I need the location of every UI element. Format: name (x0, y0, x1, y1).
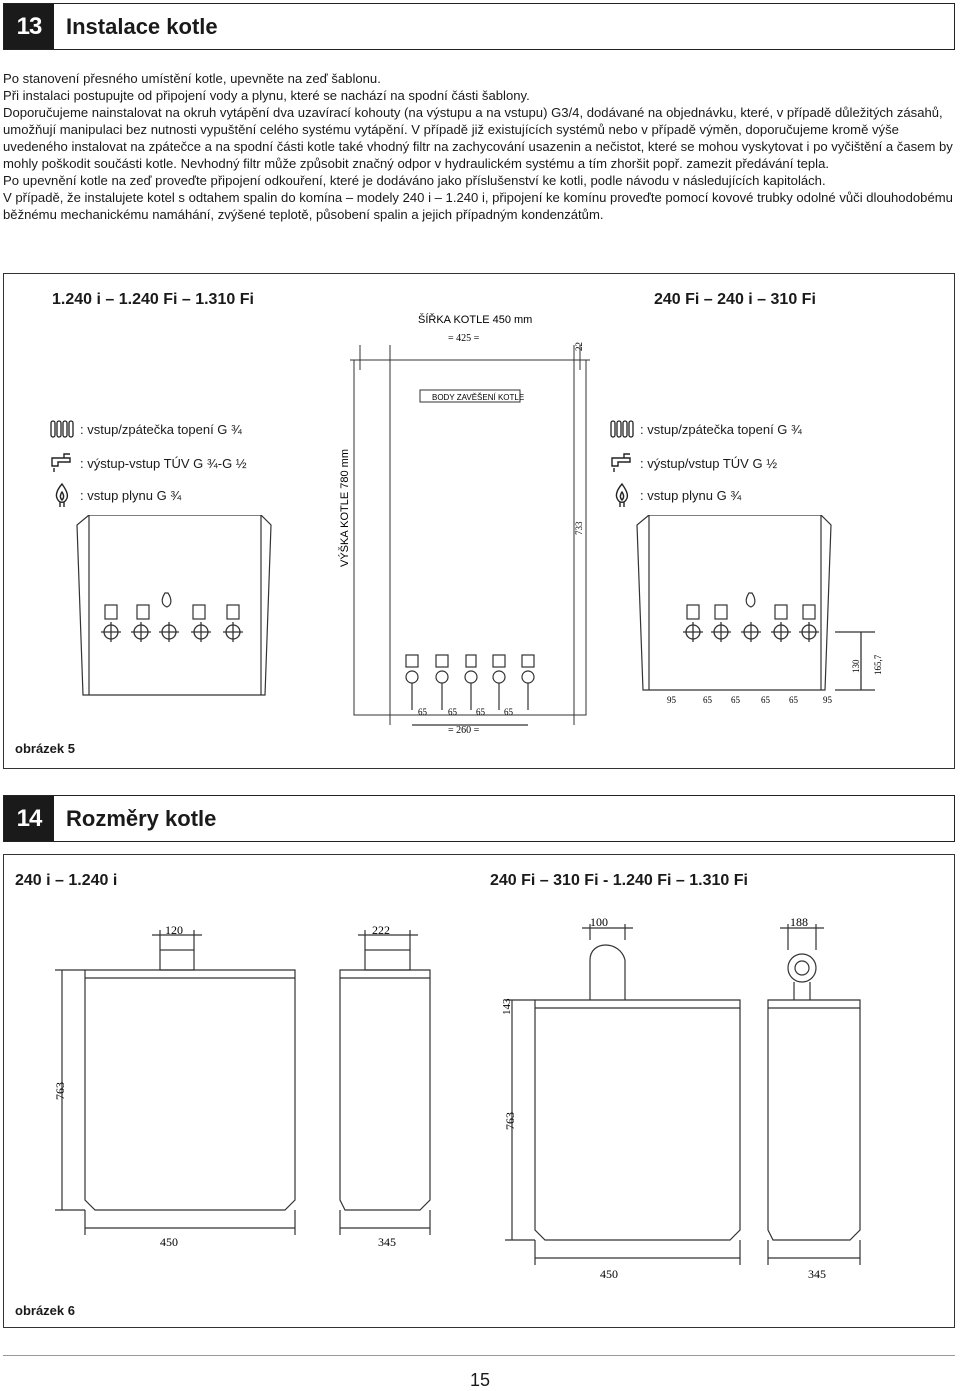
section-number: 14 (4, 796, 54, 841)
boiler-dimensions-right: 100 188 143 763 450 345 (501, 915, 861, 1281)
legend-label: : vstup/zpátečka topení G ¾ (80, 421, 242, 437)
bottom-dim: 65 (476, 707, 486, 717)
tap-icon (51, 453, 71, 472)
template-connections (405, 654, 535, 726)
figure-6-caption: obrázek 6 (15, 1303, 75, 1318)
dim-top-front: 120 (165, 923, 183, 937)
dim-top-front: 100 (590, 915, 608, 929)
paragraph: Po stanovení přesného umístění kotle, up… (3, 71, 381, 86)
dim-height: 763 (503, 1112, 517, 1130)
width-label: ŠÍŘKA KOTLE 450 mm (418, 313, 532, 326)
legend-gas: : vstup plynu G ¾ (610, 482, 741, 508)
legend-hot-water: : výstup-vstup TÚV G ¾-G ½ (50, 452, 247, 474)
legend-heating: : vstup/zpátečka topení G ¾ (610, 418, 802, 440)
bottom-dim: 95 (823, 695, 833, 705)
section-title: Rozměry kotle (66, 805, 217, 831)
bottom-dim: 65 (731, 695, 741, 705)
flame-icon (55, 482, 69, 507)
bottom-dim: 65 (789, 695, 799, 705)
section-14-header: 14 Rozměry kotle (3, 795, 955, 842)
boiler-bottom-view-right: 95 65 65 65 65 95 130 165,7 (636, 515, 883, 705)
connection-points (101, 622, 243, 642)
dim-22: 22 (574, 342, 584, 351)
paragraph: V případě, že instalujete kotel s odtahe… (3, 190, 953, 222)
legend-label: : vstup/zpátečka topení G ¾ (640, 421, 802, 437)
figure-6-right-title: 240 Fi – 310 Fi - 1.240 Fi – 1.310 Fi (490, 872, 748, 889)
section-number: 13 (4, 4, 54, 49)
dim-height: 763 (53, 1082, 67, 1100)
paragraph: Při instalaci postupujte od připojení vo… (3, 88, 530, 103)
bottom-dim: 65 (504, 707, 514, 717)
dim-130: 130 (851, 659, 861, 673)
footer-divider (3, 1355, 955, 1356)
dim-733: 733 (574, 521, 584, 535)
flame-icon (615, 482, 629, 507)
hanging-points-label: BODY ZAVĚŠENÍ KOTLE (432, 393, 524, 402)
dim-425: = 425 = (448, 333, 480, 344)
figure-6-left-title: 240 i – 1.240 i (15, 872, 118, 889)
radiator-icon (610, 420, 634, 438)
legend-heating: : vstup/zpátečka topení G ¾ (50, 418, 242, 440)
connection-icons (686, 592, 816, 620)
radiator-icon (50, 420, 74, 438)
dim-flue: 143 (501, 998, 513, 1015)
legend-gas: : vstup plynu G ¾ (50, 482, 181, 508)
figure-6-frame (3, 854, 955, 1328)
figure-5-frame (3, 273, 955, 769)
legend-label: : výstup/vstup TÚV G ½ (640, 455, 778, 471)
dim-width: 450 (600, 1267, 618, 1281)
bottom-dim: 65 (418, 707, 428, 717)
legend-label: : vstup plynu G ¾ (640, 487, 742, 503)
paragraph: Po upevnění kotle na zeď proveďte připoj… (3, 173, 826, 188)
legend-label: : výstup-vstup TÚV G ¾-G ½ (80, 455, 247, 471)
bottom-dim: 95 (667, 695, 677, 705)
legend-label: : vstup plynu G ¾ (80, 487, 182, 503)
section-title: Instalace kotle (66, 13, 218, 39)
figure-5-left-title: 1.240 i – 1.240 Fi – 1.310 Fi (52, 291, 254, 308)
bottom-dim: 65 (703, 695, 713, 705)
bottom-dim: 65 (761, 695, 771, 705)
boiler-bottom-view-left (76, 515, 272, 696)
dim-depth: 345 (808, 1267, 826, 1281)
dim-depth: 345 (378, 1235, 396, 1249)
figure-5-caption: obrázek 5 (15, 741, 75, 756)
bottom-dim: 65 (448, 707, 458, 717)
tap-icon (611, 453, 631, 472)
paragraph: Doporučujeme nainstalovat na okruh vytáp… (3, 105, 953, 171)
legend-hot-water: : výstup/vstup TÚV G ½ (610, 452, 777, 474)
figure-5-right-title: 240 Fi – 240 i – 310 Fi (654, 291, 816, 308)
connection-points (683, 622, 875, 691)
dim-width: 450 (160, 1235, 178, 1249)
height-label: VÝŠKA KOTLE 780 mm (338, 449, 351, 567)
page-number: 15 (469, 1370, 491, 1390)
boiler-dimensions-left: 120 222 763 450 345 (53, 923, 431, 1249)
section-13-header: 13 Instalace kotle (3, 3, 955, 50)
dim-165: 165,7 (873, 654, 883, 675)
dim-top-side: 222 (372, 923, 390, 937)
section-13-text: Po stanovení přesného umístění kotle, up… (3, 70, 953, 223)
dim-260: = 260 = (448, 725, 480, 736)
dim-top-side: 188 (790, 915, 808, 929)
connection-icons (104, 592, 240, 620)
mounting-template: ŠÍŘKA KOTLE 450 mm = 425 = 22 BODY ZAVĚŠ… (338, 313, 590, 736)
